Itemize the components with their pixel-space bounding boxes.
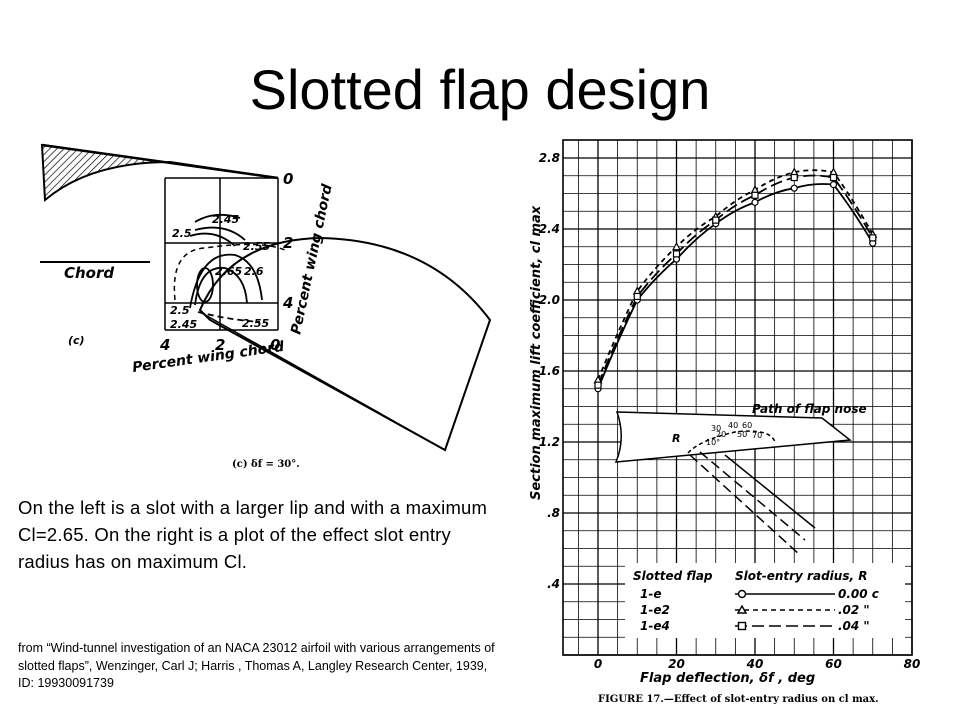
data-point-square	[829, 173, 838, 182]
vertical-tick: 4	[282, 294, 293, 312]
panel-label: (c)	[68, 334, 85, 347]
data-point-circle	[751, 198, 759, 206]
x-tick-label: 60	[825, 657, 842, 671]
contour-label-group: 2.45 2.5 2.55 2.65 2.6 2.5 2.45 2.55	[170, 213, 270, 331]
y-tick-label: 2.4	[539, 222, 560, 236]
contour-label: 2.45	[170, 318, 197, 331]
data-point-circle	[790, 184, 798, 192]
data-point-square	[751, 191, 759, 199]
slide-title: Slotted flap design	[249, 58, 711, 121]
legend-marker-triangle	[736, 604, 748, 614]
contour-label: 2.5	[172, 227, 192, 240]
contour-label: 2.45	[212, 213, 239, 226]
x-tick-labels: 0 20 40 60 80	[594, 657, 921, 671]
legend-swatches	[735, 589, 835, 631]
legend-marker-square	[737, 621, 747, 631]
data-point-square	[712, 216, 720, 224]
series-line	[597, 174, 874, 386]
chart-markers	[593, 167, 878, 393]
data-point-circle	[829, 181, 838, 189]
data-point-square	[672, 250, 681, 258]
vertical-tick: 0	[283, 170, 293, 188]
data-point-square	[869, 234, 877, 242]
y-tick-label: .8	[547, 506, 560, 520]
contour-label: 2.65	[215, 265, 242, 278]
inset-flap-path	[614, 411, 852, 556]
inset-angle: 50	[737, 430, 747, 439]
figure-caption: FIGURE 17.—Effect of slot-entry radius o…	[598, 694, 879, 705]
horizontal-tick: 0	[270, 336, 280, 354]
flap-outline	[198, 236, 492, 452]
y-tick-label: 1.2	[539, 435, 560, 449]
legend-header-left: Slotted flap	[633, 569, 713, 583]
y-tick-label: .4	[547, 577, 560, 591]
slide-caption: On the left is a slot with a larger lip …	[18, 497, 488, 572]
data-point-square	[790, 173, 798, 182]
x-tick-label: 20	[668, 657, 685, 671]
inset-angle: 10°	[706, 438, 720, 447]
inset-angle: 20	[716, 430, 726, 439]
inset-radius-label: R	[672, 432, 680, 445]
legend-header-right: Slot-entry radius, R	[735, 569, 867, 583]
data-point-square	[633, 292, 641, 301]
legend-radius: 0.00 c	[838, 587, 879, 601]
inset-angle: 30	[711, 424, 721, 433]
legend-box	[625, 563, 905, 638]
source-citation: from “Wind-tunnel investigation of an NA…	[18, 641, 495, 690]
x-axis-label: Flap deflection, δf , deg	[640, 671, 815, 686]
contour-label: 2.6	[244, 265, 264, 278]
y-tick-label: 2.8	[539, 151, 560, 165]
inset-angle: 70	[752, 431, 762, 440]
vertical-tick: 2	[283, 234, 293, 252]
data-point-triangle	[671, 241, 682, 251]
contour-label: 2.55	[242, 317, 269, 330]
chord-label: Chord	[64, 264, 114, 282]
x-tick-label: 40	[746, 657, 764, 671]
legend-flap: 1-e4	[640, 619, 670, 633]
contour-grid	[164, 177, 279, 331]
legend-radius: .02 "	[838, 603, 870, 617]
y-tick-label: 1.6	[539, 364, 560, 378]
legend-flap: 1-e	[640, 587, 661, 601]
inset-path-label: Path of flap nose	[752, 402, 867, 416]
legend-flap: 1-e2	[640, 603, 670, 617]
y-tick-label: 2.0	[539, 293, 560, 307]
inset-angle: 60	[742, 421, 752, 430]
horizontal-tick: 2	[215, 336, 225, 354]
x-tick-label: 80	[904, 657, 921, 671]
contour-label: 2.55	[243, 240, 270, 253]
inset-angle: 40	[728, 421, 738, 430]
y-axis-label: Section maximum lift coefficient, cl max	[529, 205, 544, 500]
horizontal-tick: 4	[159, 336, 170, 354]
x-tick-label: 0	[594, 657, 602, 671]
contour-label: 2.5	[170, 304, 190, 317]
inset-angle-labels: 10° 20 30 40 50 60 70	[706, 421, 762, 447]
data-point-square	[594, 381, 602, 389]
contour-lines	[189, 213, 263, 323]
y-tick-labels: 2.8 2.4 2.0 1.6 1.2 .8 .4	[539, 151, 560, 591]
left-figure-footer: (c) δf = 30°.	[232, 459, 300, 470]
legend-radius: .04 "	[838, 619, 870, 633]
legend-marker-circle	[737, 589, 747, 599]
